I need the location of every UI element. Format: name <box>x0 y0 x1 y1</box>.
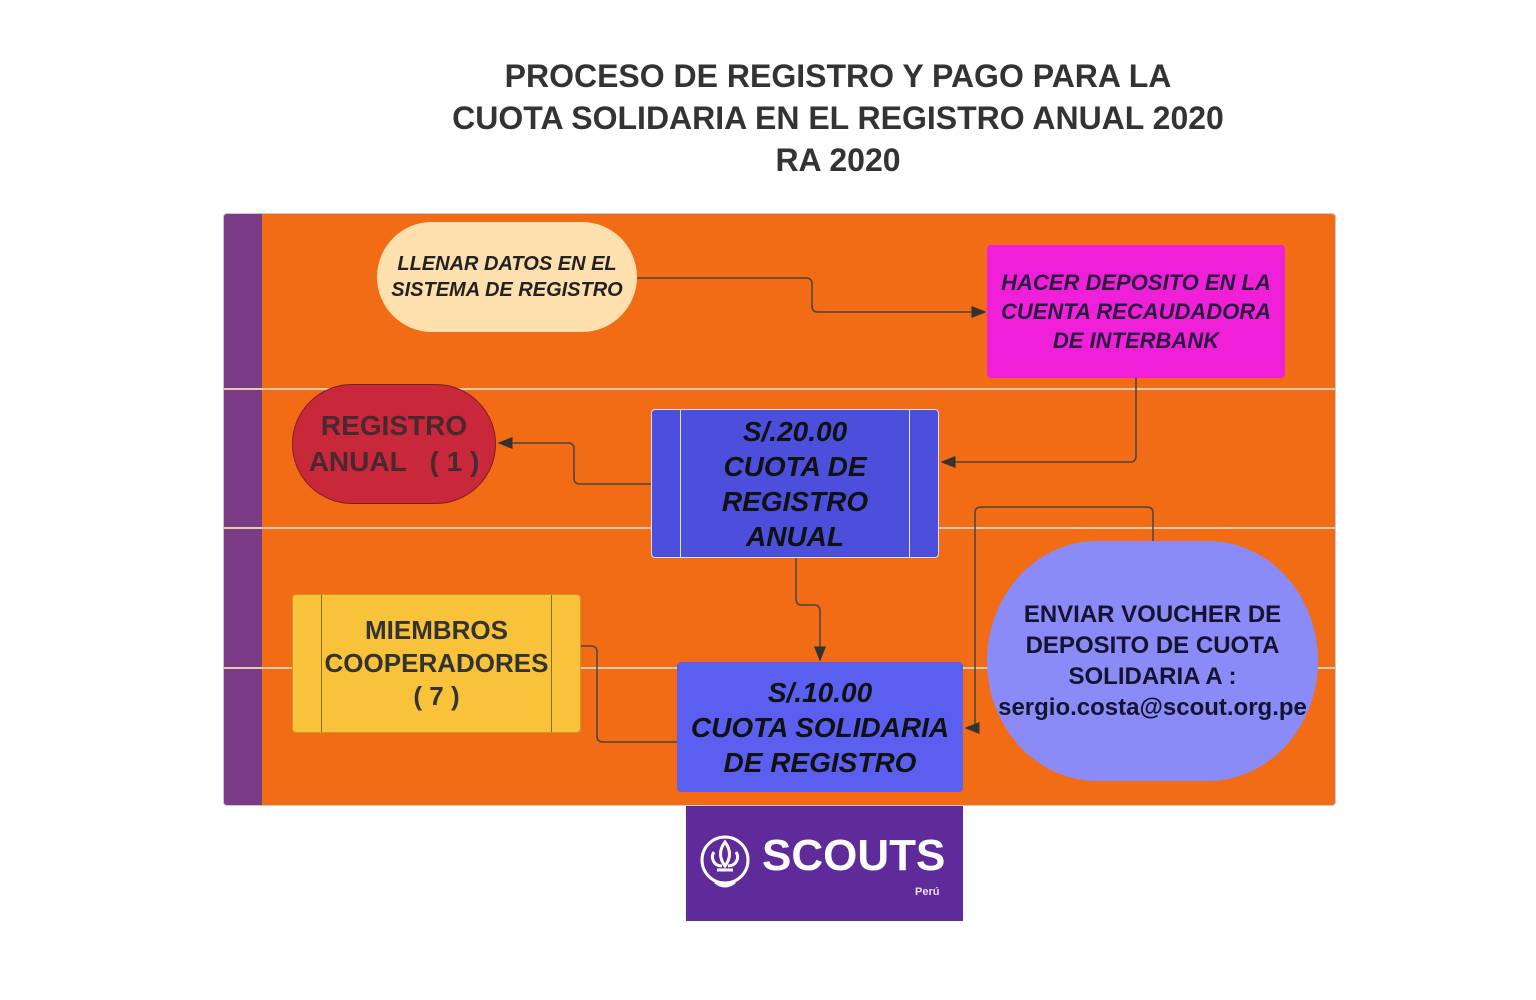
logo-subtext: Perú <box>915 886 940 898</box>
node-text: SOLIDARIA A : <box>1068 663 1237 690</box>
node-text: REGISTRO <box>320 410 468 441</box>
connector-enviar-cuota10 <box>964 506 1154 734</box>
node-cuota-registro-anual[interactable]: S/.20.00 CUOTA DE REGISTRO ANUAL <box>651 409 939 558</box>
node-text: S/.10.00 <box>767 676 873 708</box>
node-text: CUOTA DE <box>723 450 867 482</box>
node-text: MIEMBROS <box>365 615 508 645</box>
node-miembros-cooperadores[interactable]: MIEMBROS COOPERADORES ( 7 ) <box>292 594 581 733</box>
node-text: ( 7 ) <box>413 681 460 711</box>
node-text: DE INTERBANK <box>1052 328 1220 353</box>
scouts-logo: SCOUTS Perú <box>686 806 963 921</box>
logo-text: SCOUTS <box>762 831 946 880</box>
lane-divider <box>224 388 1335 390</box>
connector-miembros-cuota10 <box>581 645 677 743</box>
fleur-de-lis-icon <box>700 835 750 888</box>
node-text: S/.20.00 <box>742 415 848 447</box>
diagram-title: PROCESO DE REGISTRO Y PAGO PARA LA CUOTA… <box>0 55 1536 181</box>
node-text: DEPOSITO DE CUOTA <box>1025 632 1280 659</box>
lane-header-strip <box>224 214 262 805</box>
node-text: CUENTA RECAUDADORA <box>1000 299 1272 324</box>
title-line: CUOTA SOLIDARIA EN EL REGISTRO ANUAL 202… <box>452 100 1224 136</box>
node-text: REGISTRO <box>721 485 869 517</box>
node-text: CUOTA SOLIDARIA <box>690 711 950 743</box>
title-line: RA 2020 <box>775 142 901 178</box>
node-text: SISTEMA DE REGISTRO <box>391 279 623 301</box>
node-text: DE REGISTRO <box>723 746 917 778</box>
node-text: ENVIAR VOUCHER DE <box>1023 601 1282 628</box>
node-hacer-deposito[interactable]: HACER DEPOSITO EN LA CUENTA RECAUDADORA … <box>987 245 1285 378</box>
node-registro-anual[interactable]: REGISTRO ANUAL ( 1 ) <box>292 384 496 504</box>
node-llenar-datos[interactable]: LLENAR DATOS EN EL SISTEMA DE REGISTRO <box>377 222 637 332</box>
title-line: PROCESO DE REGISTRO Y PAGO PARA LA <box>504 58 1172 94</box>
node-enviar-voucher[interactable]: ENVIAR VOUCHER DE DEPOSITO DE CUOTA SOLI… <box>987 541 1318 781</box>
node-text: HACER DEPOSITO EN LA <box>1001 270 1271 295</box>
connector-deposito-cuota20 <box>940 378 1137 468</box>
node-text: ANUAL ( 1 ) <box>308 446 480 477</box>
node-email: sergio.costa@scout.org.pe <box>998 694 1307 721</box>
connector-cuota20-cuota10 <box>795 558 826 662</box>
connector-llenar-deposito <box>637 277 987 318</box>
node-text: ANUAL <box>746 520 844 552</box>
node-text: LLENAR DATOS EN EL <box>397 253 617 275</box>
connector-cuota20-registro <box>497 437 651 485</box>
node-text: COOPERADORES <box>324 648 549 678</box>
node-cuota-solidaria[interactable]: S/.10.00 CUOTA SOLIDARIA DE REGISTRO <box>677 662 963 792</box>
